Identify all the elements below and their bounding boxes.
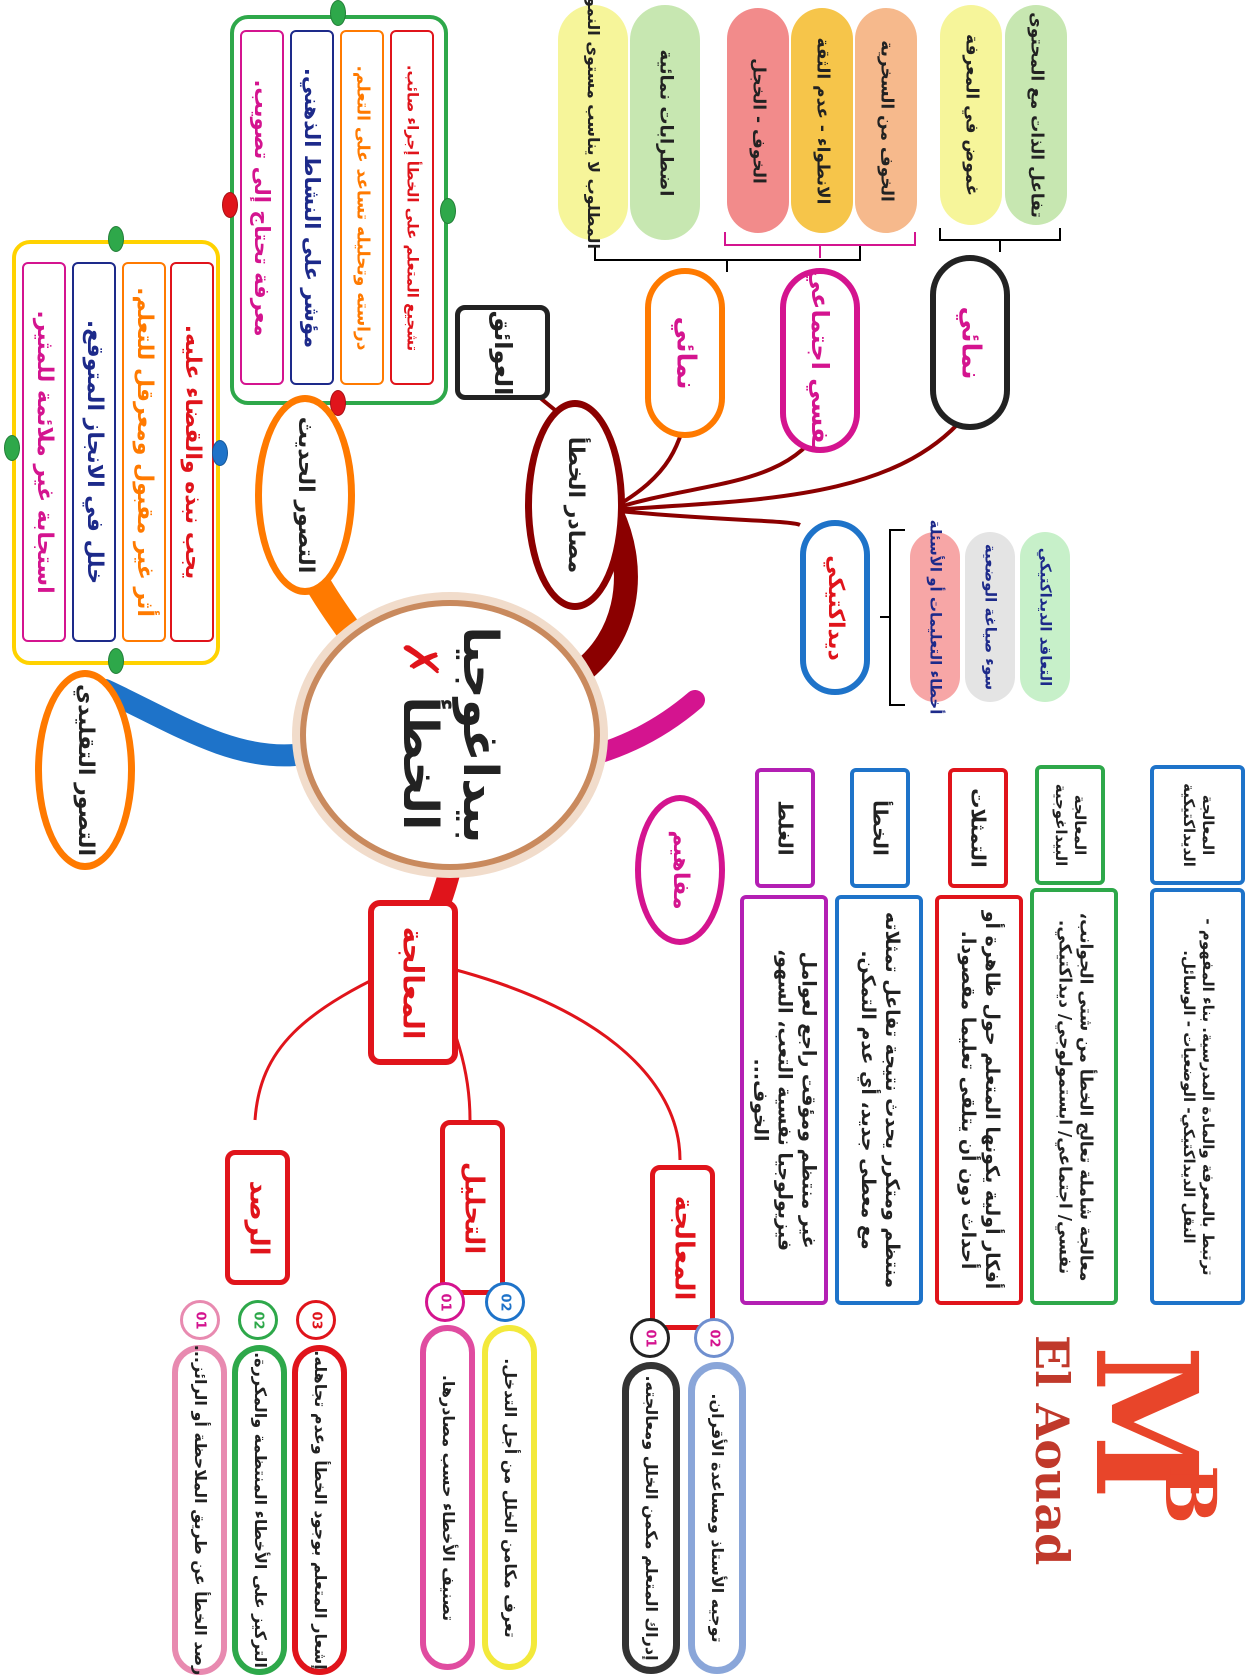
step-number: 02	[694, 1318, 734, 1358]
concept-term-1: الغلط	[755, 768, 815, 888]
panel-dot	[212, 440, 228, 466]
panel-dot	[108, 226, 124, 252]
nama-top-item-1: المطلوب لا يناسب مستوى النمو	[558, 0, 628, 249]
analyze-step-1: تصنيف الأخطاء حسب مصادرها.	[420, 1325, 475, 1670]
step-number: 03	[296, 1300, 336, 1340]
traditional-item-2: خلل في الانجاز المتوقع.	[72, 262, 116, 642]
modern-label: التصور الحديث	[255, 395, 355, 595]
treatment-label: المعالجة	[368, 900, 458, 1065]
nama-top-label: نمائي	[645, 268, 725, 438]
panel-dot	[222, 192, 238, 218]
concept-def-5: ترتبط بالمعرفة والمادة المدرسية. بناء ال…	[1150, 888, 1245, 1305]
remedy-step-1: إدراك المتعلم مكمن الخلل ومعالجته.	[622, 1362, 680, 1674]
observe-label: الرصد	[225, 1150, 290, 1285]
panel-dot	[330, 390, 346, 416]
sources-label: مصادر الخطأ	[525, 400, 625, 610]
traditional-item-4: يجب نبذه والقضاء عليه.	[170, 262, 214, 642]
obstacles-label: العوائق	[455, 305, 550, 400]
concept-def-2: منتظم ومتكرر يحدث نتيجة تفاعل تمثلاته مع…	[835, 895, 923, 1305]
concepts-label: مفاهيم	[635, 795, 725, 945]
step-number: 01	[425, 1282, 465, 1322]
nama-right-item-2: تفاعل الذات مع المحتوى	[1005, 5, 1067, 225]
concept-term-3: التمثلات	[948, 768, 1008, 888]
center-title-line2: الخطأ	[392, 696, 448, 831]
step-number: 02	[238, 1300, 278, 1340]
nama-right-item-1: غموض في المعرفة	[940, 5, 1002, 225]
remedy-step-2: توجيه الأستاذ ومساعدة الأقران.	[688, 1362, 746, 1674]
social-item-1: الخوف - الخجل	[727, 8, 789, 233]
center-title: بيداغوجيا الخطأ ✗	[300, 600, 600, 870]
social-item-3: الخوف من السخرية	[855, 8, 917, 233]
brand-logo: M B El Aouad	[1000, 1330, 1250, 1570]
nama-right-label: نمائي	[930, 255, 1010, 430]
observe-step-1: رصد الخطأ عن طريق الملاحظة أو الرائز...	[172, 1345, 227, 1675]
traditional-label: التصور التقليدي	[35, 670, 135, 870]
remedy-label: المعالجة	[650, 1165, 715, 1330]
panel-dot	[108, 648, 124, 674]
panel-dot	[440, 198, 456, 224]
analyze-label: التحليل	[440, 1120, 505, 1295]
traditional-item-3: أثر غير مقبول ومعرقل للتعلم.	[122, 262, 166, 642]
modern-item-2: مؤشر على النشاط الذهني.	[290, 30, 334, 385]
panel-dot	[330, 0, 346, 26]
social-item-2: الانطواء - عدم الثقة	[791, 8, 853, 233]
concept-def-1: غير منتظم ومؤقت راجع لعوامل فيزيولوجيا ن…	[740, 895, 828, 1305]
didactic-item-3: التعاقد الديداكتيكي	[1020, 532, 1070, 702]
panel-dot	[4, 435, 20, 461]
center-title-line1: بيداغوجيا	[452, 626, 508, 844]
didactic-label: ديداكتيكي	[800, 520, 870, 695]
observe-step-3: إشعار المتعلم بوجود الخطأ وعدم تجاهله.	[292, 1345, 347, 1675]
nama-top-item-2: اضطرابات نمائية	[630, 5, 700, 240]
concept-term-5: المعالجة الديداكتيكية	[1150, 765, 1245, 885]
logo-initial-b: B	[1149, 1465, 1232, 1525]
step-number: 01	[180, 1300, 220, 1340]
modern-item-3: دراسته وتحليله تساعد على التعلم.	[340, 30, 384, 385]
concept-term-2: الخطأ	[850, 768, 910, 888]
step-number: 02	[485, 1282, 525, 1322]
observe-step-2: التركيز على الأخطاء المنتظمة والمكررة.	[232, 1345, 287, 1675]
modern-item-4: تشجيع المتعلم على الخطأ إجراء صائب.	[390, 30, 434, 385]
step-number: 01	[630, 1318, 670, 1358]
didactic-item-2: سوء صياغة الوضعية	[965, 532, 1015, 702]
social-label: نفسي اجتماعي	[780, 268, 860, 453]
logo-name: El Aouad	[1025, 1335, 1079, 1566]
analyze-step-2: تعرف مكامن الخلل من أجل التدخل.	[482, 1325, 537, 1670]
center-x-mark: ✗	[392, 639, 448, 680]
modern-item-1: معرفة تحتاج إلى تصويب.	[240, 30, 284, 385]
didactic-item-1: أخطاء التعليمات أو الأسئلة	[910, 520, 960, 714]
concept-term-4: المعالجة البيداغوجية	[1035, 765, 1105, 885]
traditional-item-1: استجابة غير ملائمة للمثير.	[22, 262, 66, 642]
concept-def-3: أفكار أولية يكونها المتعلم حول ظاهرة أو …	[935, 895, 1023, 1305]
concept-def-4: معالجة شاملة تعالج الخطأ من شتى الجوانب،…	[1030, 888, 1118, 1305]
